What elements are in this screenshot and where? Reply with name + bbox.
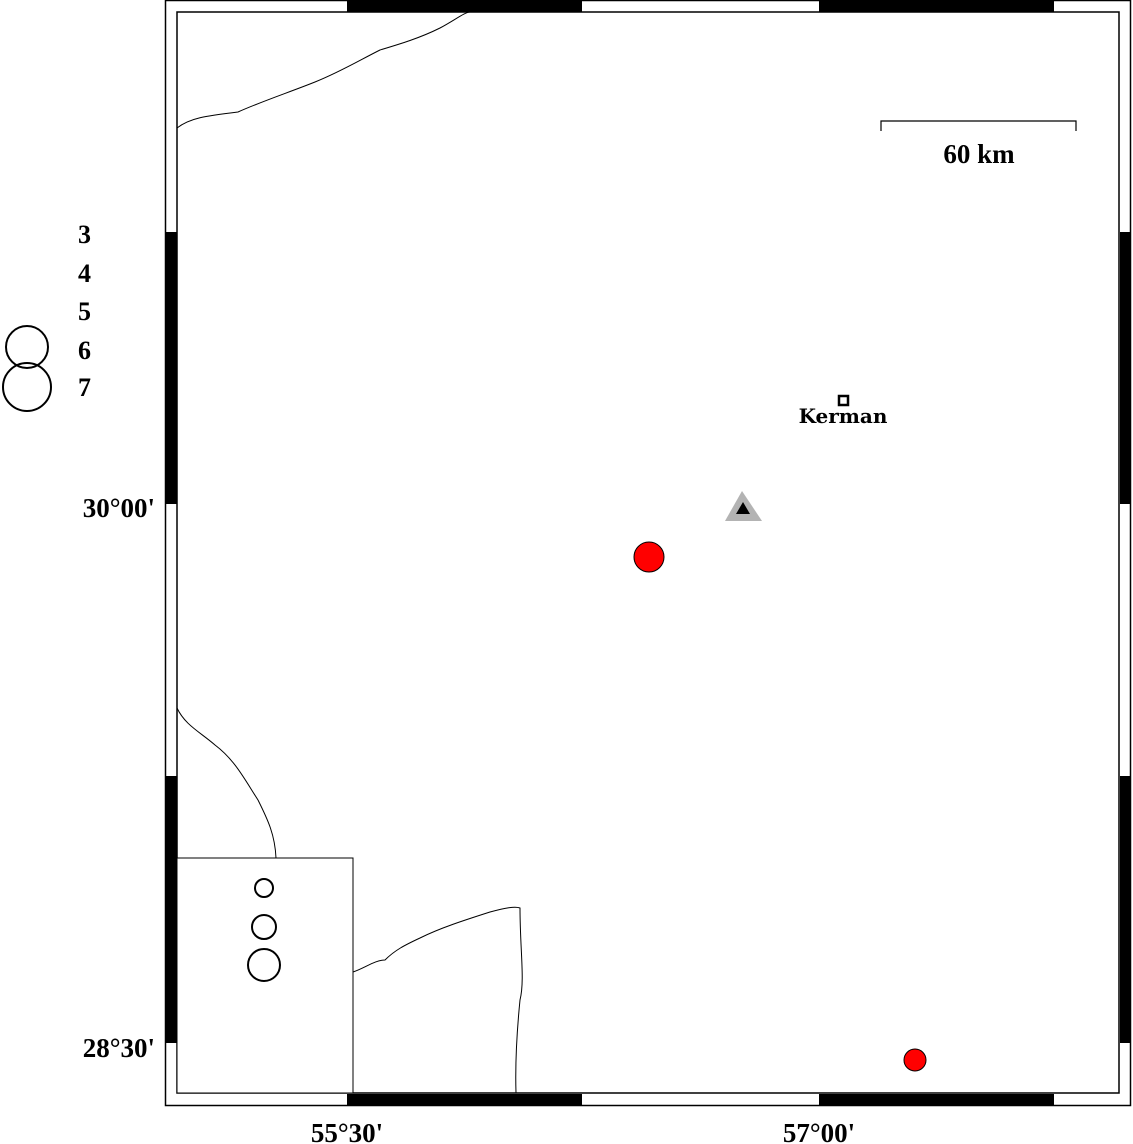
legend-circle-large [247, 948, 281, 982]
legend-circle-medium [251, 914, 277, 940]
city-label: Kerman [799, 404, 888, 428]
coastline [176, 11, 523, 1094]
map-frame [164, 0, 1132, 1107]
magnitude-label: 4 [78, 259, 91, 288]
lon-label: 55°30' [311, 1118, 383, 1144]
lon-label: 57°00' [783, 1118, 855, 1144]
earthquake-event[interactable] [633, 541, 665, 573]
magnitude-label: 5 [78, 297, 91, 326]
magnitude-circle-7 [2, 362, 52, 412]
magnitude-label: 6 [78, 336, 91, 365]
magnitude-legend: 3 4 5 6 7 [2, 220, 91, 412]
inset-legend-box [176, 857, 354, 1094]
lat-label: 28°30' [83, 1033, 155, 1063]
city-square-icon [837, 394, 850, 407]
earthquake-event[interactable] [903, 1048, 927, 1072]
legend-circle-small [254, 878, 274, 898]
city-kerman[interactable]: Kerman [799, 394, 888, 428]
magnitude-label: 3 [78, 220, 91, 249]
magnitude-circle-6 [5, 325, 49, 369]
magnitude-label: 7 [78, 373, 91, 402]
scale-bar: 60 km [880, 120, 1077, 169]
station-triangle-icon[interactable] [725, 491, 762, 521]
lat-label: 30°00' [83, 493, 155, 523]
scale-bar-label: 60 km [943, 139, 1015, 169]
